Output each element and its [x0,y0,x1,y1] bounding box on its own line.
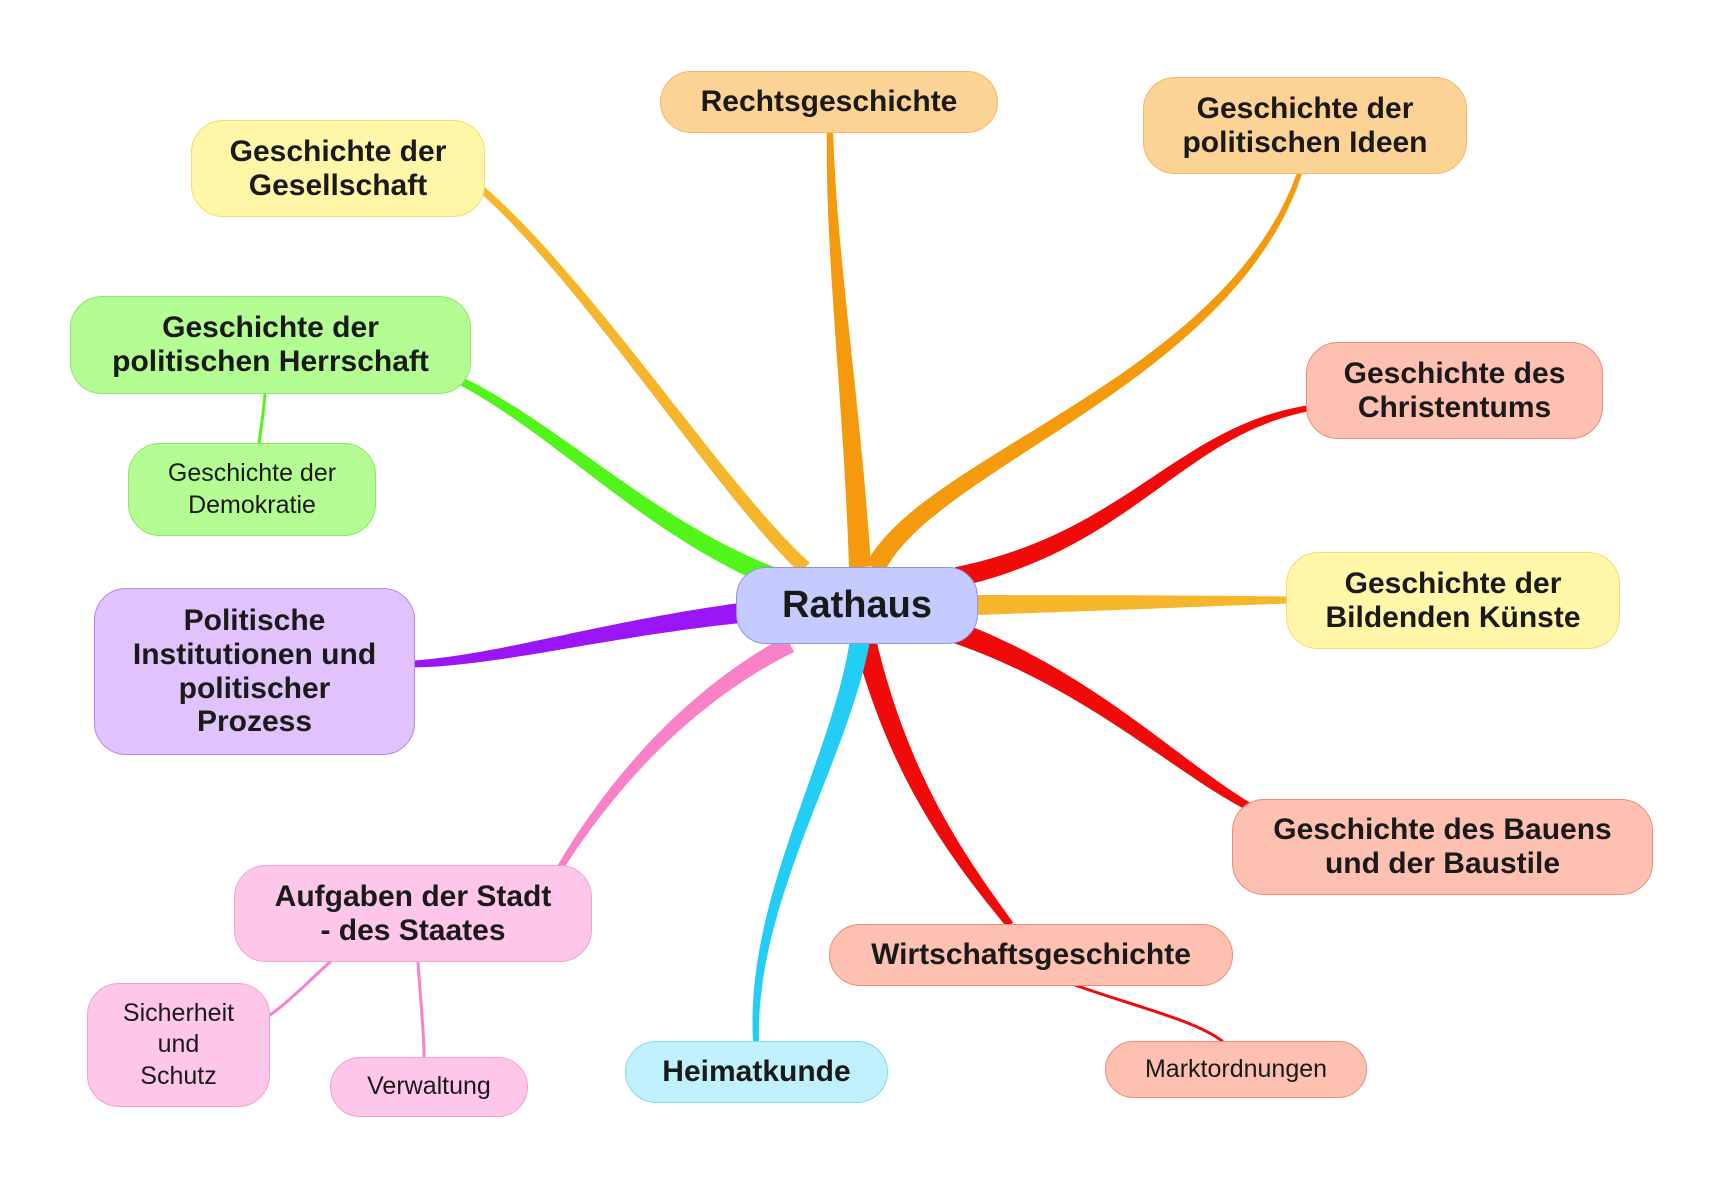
node-aufgaben[interactable]: Aufgaben der Stadt - des Staates [234,865,592,962]
node-verwaltung[interactable]: Verwaltung [330,1057,528,1117]
connector-sicherheit [268,960,332,1017]
node-bauen[interactable]: Geschichte des Bauens und der Baustile [1232,799,1653,895]
node-heimat[interactable]: Heimatkunde [625,1041,888,1103]
connector-kuenste [974,595,1287,615]
connector-verwaltung [416,960,426,1059]
node-recht[interactable]: Rechtsgeschichte [660,71,998,133]
connector-bauen [951,621,1255,813]
node-christentum[interactable]: Geschichte des Christentums [1306,342,1603,439]
node-sicherheit[interactable]: Sicherheit und Schutz [87,983,270,1107]
node-demokratie[interactable]: Geschichte der Demokratie [128,443,376,536]
node-markt[interactable]: Marktordnungen [1105,1041,1367,1098]
connector-demokratie [257,391,267,445]
connector-herrschaft [453,374,784,590]
node-institutionen[interactable]: Politische Institutionen und politischer… [94,588,415,755]
connector-ideen [866,171,1303,573]
connector-christentum [954,405,1311,587]
connector-markt [1073,983,1224,1043]
connector-recht [826,126,871,568]
connector-wirtschaft [854,637,1014,928]
node-herrschaft[interactable]: Geschichte der politischen Herrschaft [70,296,471,394]
connector-heimat [752,638,870,1042]
node-ideen[interactable]: Geschichte der politischen Ideen [1143,77,1467,174]
node-gesellschaft[interactable]: Geschichte der Gesellschaft [191,120,485,217]
node-center-rathaus[interactable]: Rathaus [736,567,978,644]
connector-gesellschaft [470,179,810,574]
node-kuenste[interactable]: Geschichte der Bildenden Künste [1286,552,1620,649]
connector-institutionen [413,603,742,668]
node-wirtschaft[interactable]: Wirtschaftsgeschichte [829,924,1233,986]
connector-aufgaben [557,636,795,870]
